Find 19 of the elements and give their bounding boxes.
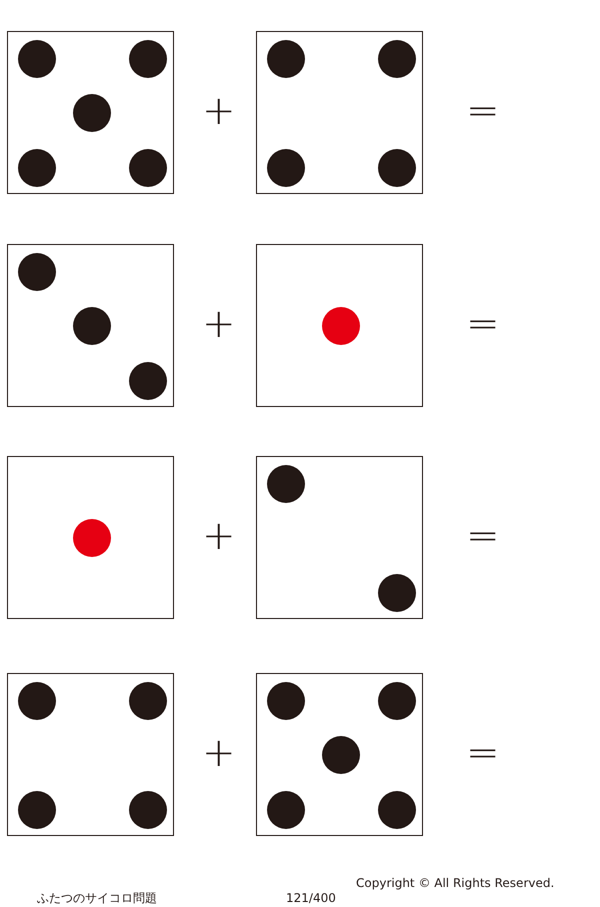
die-drawing <box>256 31 423 194</box>
copyright-notice: Copyright © All Rights Reserved. <box>356 876 554 890</box>
die-drawing <box>256 673 423 836</box>
die-drawing <box>7 31 174 194</box>
plus-sign: + <box>202 304 236 344</box>
equals-sign: = <box>466 91 500 131</box>
worksheet-title: ふたつのサイコロ問題 <box>37 891 157 905</box>
die-drawing <box>256 456 423 619</box>
plus-sign: + <box>202 516 236 556</box>
die-drawing <box>7 673 174 836</box>
equals-sign: = <box>466 733 500 773</box>
page-number: 121/400 <box>286 891 336 905</box>
plus-sign: + <box>202 733 236 773</box>
equals-sign: = <box>466 304 500 344</box>
die-drawing <box>256 244 423 407</box>
die-drawing <box>7 244 174 407</box>
die-drawing <box>7 456 174 619</box>
plus-sign: + <box>202 91 236 131</box>
equals-sign: = <box>466 516 500 556</box>
